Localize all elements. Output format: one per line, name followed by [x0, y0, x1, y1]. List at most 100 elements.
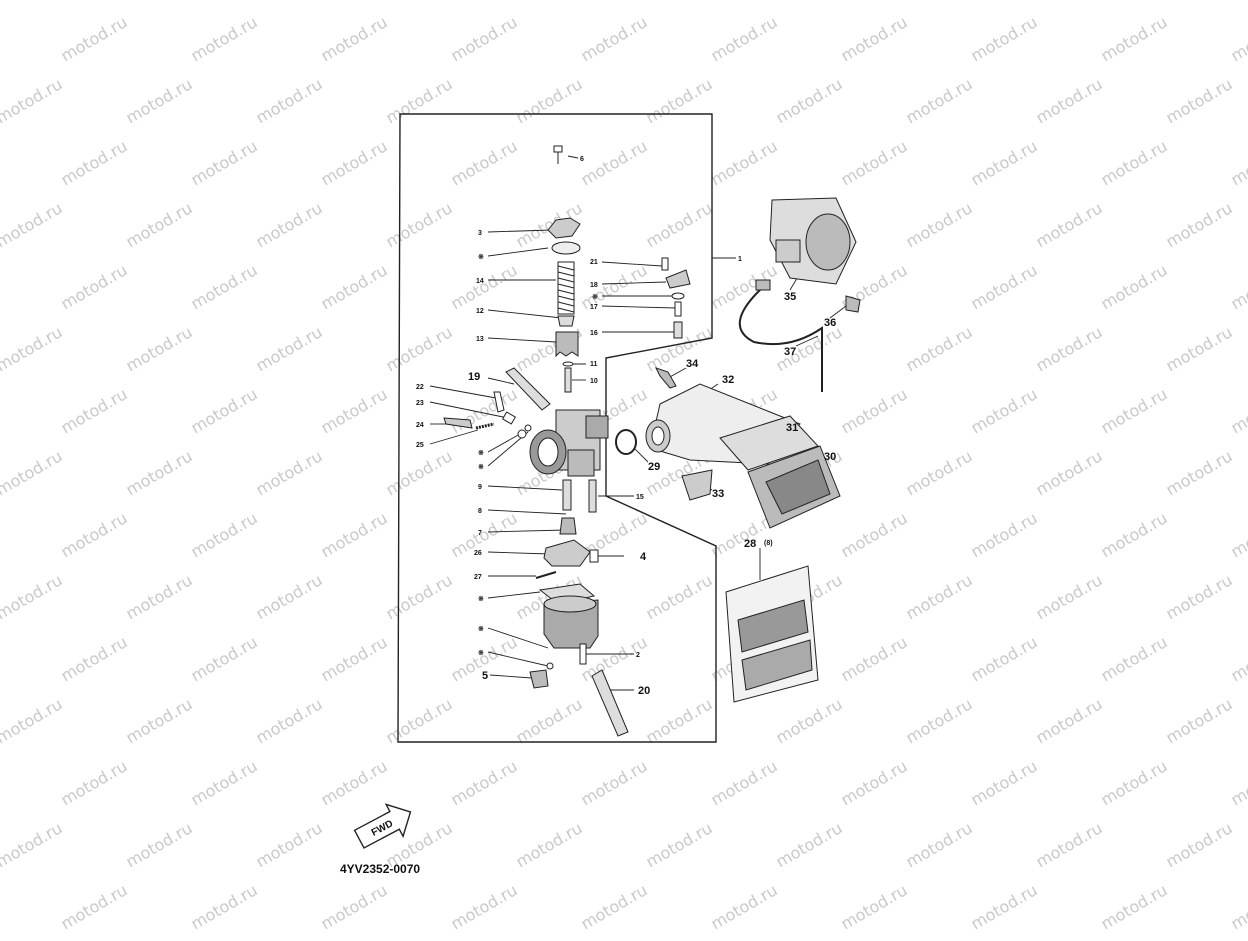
clip-4-icon [590, 550, 598, 562]
watermark-text: motod.ru [123, 198, 196, 251]
watermark-text: motod.ru [188, 508, 261, 561]
watermark-text: motod.ru [903, 694, 976, 747]
watermark-text: motod.ru [513, 74, 586, 127]
bolt-34-icon [656, 368, 676, 388]
watermark-text: motod.ru [968, 260, 1041, 313]
watermark-text: motod.ru [643, 0, 716, 3]
watermark-text: motod.ru [253, 198, 326, 251]
callout-3: 3 [478, 230, 482, 237]
callout-17: 17 [590, 304, 598, 311]
watermark-text: motod.ru [383, 322, 456, 375]
watermark-text: motod.ru [1033, 0, 1106, 3]
washer-a-icon [518, 430, 526, 438]
watermark-text: motod.ru [708, 756, 781, 809]
watermark-text: motod.ru [448, 12, 521, 65]
watermark-text: motod.ru [578, 756, 651, 809]
watermark-text: motod.ru [188, 384, 261, 437]
callout-33: 33 [712, 488, 724, 500]
jet-needle-icon [565, 368, 571, 392]
watermark-text: motod.ru [903, 74, 976, 127]
watermark-text: motod.ru [0, 260, 1, 313]
watermark-text: motod.ru [1228, 12, 1248, 65]
watermark-text: motod.ru [318, 632, 391, 685]
watermark-text: motod.ru [0, 694, 66, 747]
callout-37: 37 [784, 346, 796, 358]
watermark-text: motod.ru [123, 446, 196, 499]
watermark-text: motod.ru [188, 260, 261, 313]
label-sheet-icon [726, 566, 818, 702]
callout-6: 6 [580, 156, 584, 163]
jet-15-icon [589, 480, 596, 512]
watermark-text: motod.ru [253, 694, 326, 747]
main-jet-holder-icon [563, 480, 571, 510]
watermark-text: motod.ru [1098, 756, 1171, 809]
watermark-text: motod.ru [253, 0, 326, 3]
watermark-text: motod.ru [1033, 74, 1106, 127]
watermark-text: motod.ru [1163, 198, 1236, 251]
watermark-text: motod.ru [318, 508, 391, 561]
watermark-text: motod.ru [838, 508, 911, 561]
watermark-text: motod.ru [1228, 880, 1248, 933]
callout-star: ※ [478, 449, 484, 457]
watermark-text: motod.ru [58, 632, 131, 685]
watermark-text: motod.ru [58, 508, 131, 561]
watermark-text: motod.ru [1098, 508, 1171, 561]
watermark-text: motod.ru [1033, 446, 1106, 499]
callout-star: ※ [478, 625, 484, 633]
drain-hose-icon [592, 670, 628, 736]
callout-30: 30 [824, 451, 836, 463]
watermark-text: motod.ru [448, 260, 521, 313]
watermark-text: motod.ru [318, 384, 391, 437]
callout-4: 4 [640, 551, 647, 563]
callout-20: 20 [638, 685, 650, 697]
spring-seat-icon [558, 316, 574, 326]
callout-15: 15 [636, 494, 644, 501]
watermark-text: motod.ru [318, 260, 391, 313]
screw-2-icon [580, 644, 586, 664]
watermark-text: motod.ru [643, 570, 716, 623]
watermark-text: motod.ru [0, 12, 1, 65]
watermark-text: motod.ru [968, 136, 1041, 189]
watermark-text: motod.ru [58, 136, 131, 189]
throttle-spring-icon [558, 262, 574, 314]
pin-17-icon [675, 302, 681, 316]
watermark-text: motod.ru [968, 508, 1041, 561]
watermark-text: motod.ru [383, 198, 456, 251]
watermark-text: motod.ru [968, 632, 1041, 685]
callout-star: ※ [478, 253, 484, 261]
callout-8: 8 [478, 508, 482, 515]
starter-plunger-icon [674, 322, 682, 338]
watermark-text: motod.ru [0, 818, 66, 871]
watermark-text: motod.ru [773, 0, 846, 3]
callout-10: 10 [590, 378, 598, 385]
watermark-text: motod.ru [383, 74, 456, 127]
watermark-text: motod.ru [513, 0, 586, 3]
watermark-text: motod.ru [968, 756, 1041, 809]
callout-star: ※ [478, 595, 484, 603]
callout-19: 19 [468, 371, 480, 383]
callout-7: 7 [478, 530, 482, 537]
cap-gasket-icon [552, 242, 580, 254]
carburetor-body-icon [530, 410, 608, 476]
callout-star: ※ [478, 463, 484, 471]
watermark-text: motod.ru [708, 880, 781, 933]
callout-11: 11 [590, 361, 598, 368]
watermark-text: motod.ru [513, 818, 586, 871]
watermark-text: motod.ru [448, 384, 521, 437]
watermark-text: motod.ru [318, 12, 391, 65]
watermark-text: motod.ru [643, 198, 716, 251]
watermark-text: motod.ru [0, 0, 66, 3]
watermark-text: motod.ru [773, 694, 846, 747]
callout-21: 21 [590, 259, 598, 266]
watermark-text: motod.ru [123, 0, 196, 3]
watermark-text: motod.ru [773, 818, 846, 871]
watermark-text: motod.ru [0, 198, 66, 251]
callout-26: 26 [474, 550, 482, 557]
screw-6-icon [554, 146, 562, 152]
watermark-text: motod.ru [448, 880, 521, 933]
watermark-text: motod.ru [968, 880, 1041, 933]
watermark-text: motod.ru [773, 74, 846, 127]
watermark-text: motod.ru [578, 260, 651, 313]
